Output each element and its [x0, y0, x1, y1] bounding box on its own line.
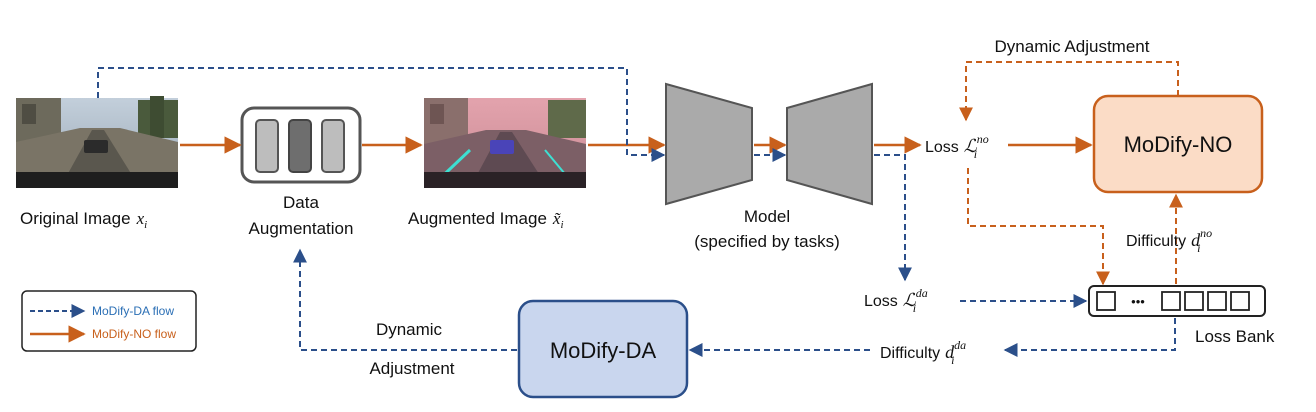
dynamic-label-line1: Dynamic — [376, 320, 443, 339]
adjustment-label-line2: Adjustment — [369, 359, 454, 378]
loss-no-to-loss-bank — [967, 168, 1110, 286]
da-flow-dashed — [97, 67, 1176, 357]
legend-no-label: MoDify-NO flow — [92, 327, 176, 341]
legend: MoDify-DA flow MoDify-NO flow — [21, 290, 197, 352]
modify-no-label: MoDify-NO — [1124, 132, 1233, 157]
data-augmentation-block — [240, 106, 362, 184]
model-label-line2: (specified by tasks) — [694, 232, 840, 251]
legend-da-label: MoDify-DA flow — [92, 304, 174, 318]
augmented-image-thumbnail — [424, 98, 586, 188]
loss-bank-cell — [1230, 291, 1250, 311]
loss-bank-to-difficulty-da — [1003, 318, 1176, 357]
loss-bank: ••• — [1088, 285, 1266, 317]
model-label-line1: Model — [744, 207, 790, 226]
original-to-model-skip — [97, 67, 666, 162]
loss-bank-label: Loss Bank — [1195, 327, 1275, 346]
modify-no-block: MoDify-NO — [1092, 94, 1264, 194]
original-image-thumbnail — [16, 96, 178, 188]
data-augmentation-label-line1: Data — [283, 193, 319, 212]
model-block — [665, 82, 873, 206]
loss-bank-cell — [1207, 291, 1227, 311]
model-encoder-shape — [665, 82, 753, 206]
dynamic-adjustment-loop — [959, 61, 1179, 122]
dynamic-adjustment-top-label: Dynamic Adjustment — [995, 37, 1150, 56]
model-decoder-shape — [786, 82, 873, 206]
modify-da-label: MoDify-DA — [550, 338, 657, 363]
no-flow-dashed — [959, 61, 1183, 286]
loss-bank-cell — [1161, 291, 1181, 311]
data-augmentation-label-line2: Augmentation — [249, 219, 354, 238]
loss-bank-dots: ••• — [1131, 294, 1145, 309]
loss-bank-cell — [1096, 291, 1116, 311]
loss-bank-cell — [1184, 291, 1204, 311]
modify-da-block: MoDify-DA — [517, 299, 689, 399]
modify-da-to-augmentation — [293, 248, 517, 351]
model-to-loss-da — [874, 154, 912, 282]
